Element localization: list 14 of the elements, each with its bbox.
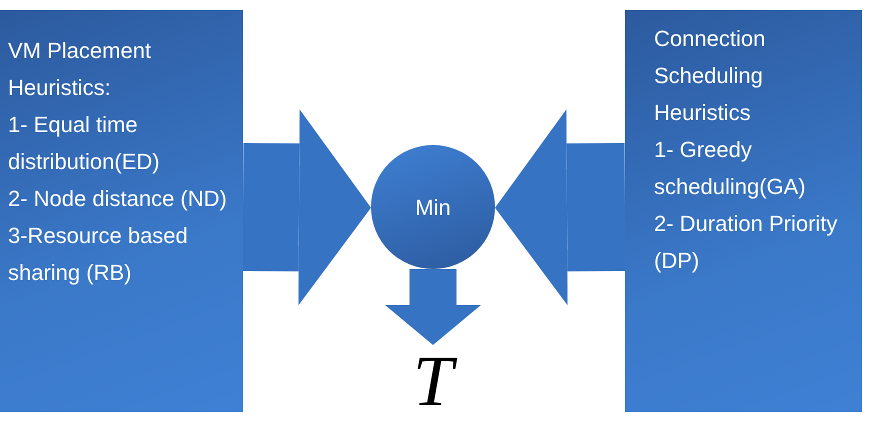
variable-label: T	[393, 345, 473, 417]
heuristic-text: 2- Node distance (ND)	[8, 185, 228, 213]
block-arrow	[385, 269, 481, 345]
block-arrow	[242, 109, 371, 306]
heuristic-text: 2- Duration Priority (DP)	[654, 210, 838, 275]
heuristic-text: VM Placement Heuristics:	[8, 37, 152, 102]
heuristic-text: 1- Equal time distribution(ED)	[8, 111, 161, 176]
heuristics-panel	[0, 10, 243, 412]
block-arrow	[495, 109, 626, 306]
heuristic-text: 3-Resource based sharing (RB)	[8, 222, 189, 287]
heuristic-text: Connection Scheduling Heuristics	[654, 25, 766, 127]
circle-label: Min	[415, 194, 451, 222]
heuristic-text: 1- Greedy scheduling(GA)	[654, 136, 807, 201]
heuristics-panel	[625, 10, 862, 412]
